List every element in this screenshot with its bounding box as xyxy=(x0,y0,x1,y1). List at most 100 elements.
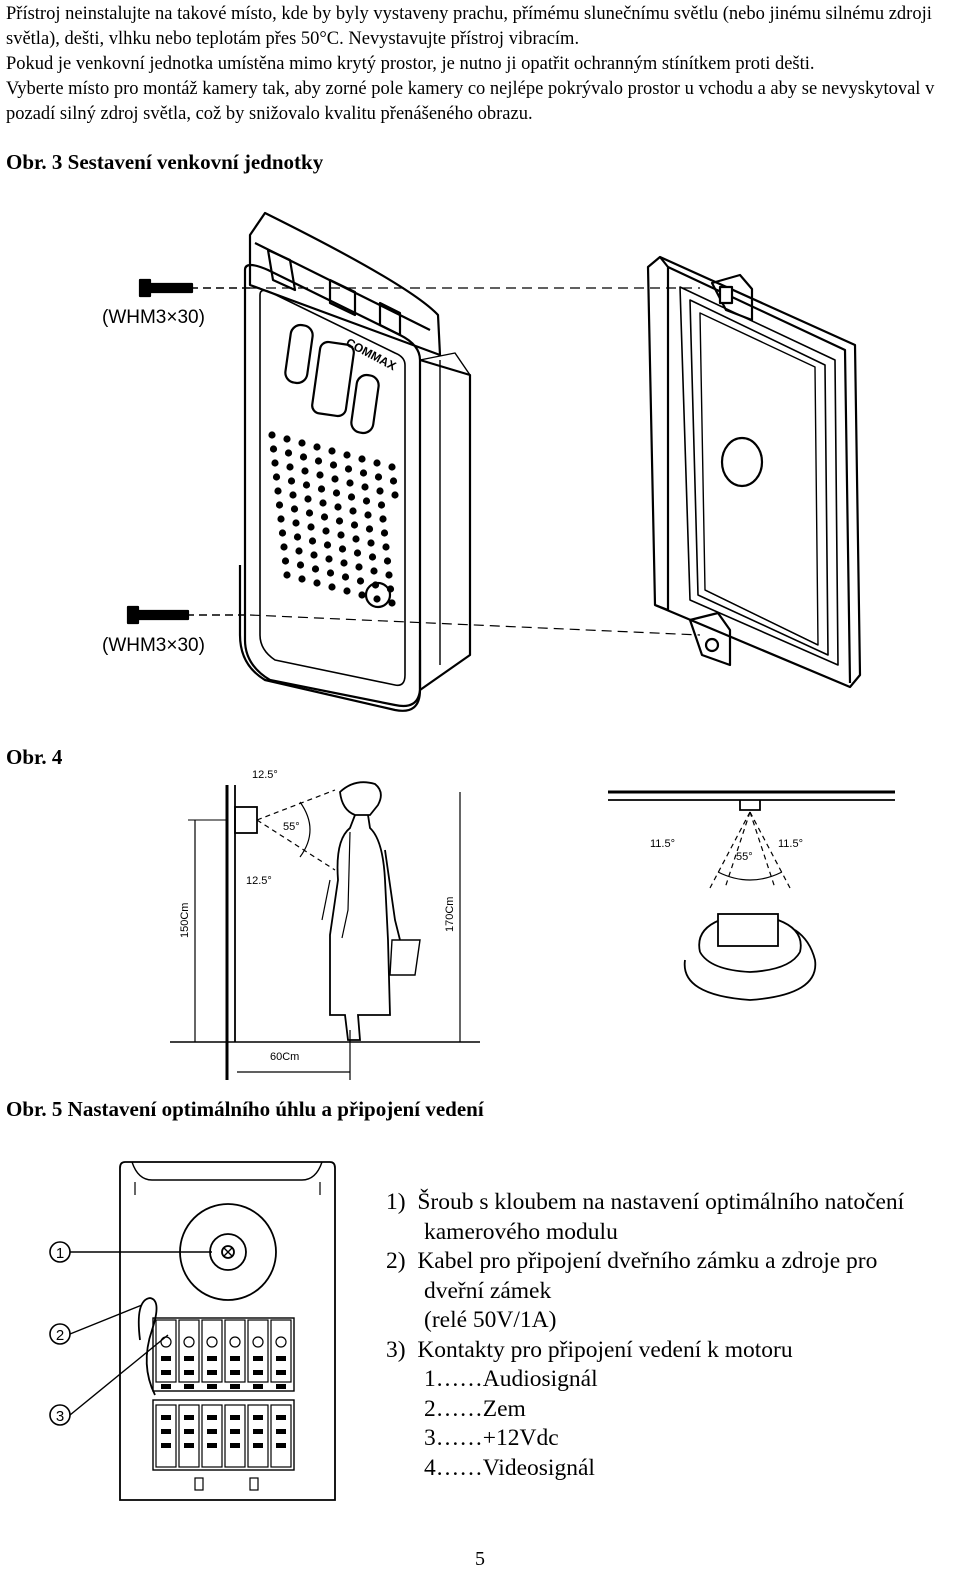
grille-dot xyxy=(316,471,324,479)
grille-dot xyxy=(319,499,327,507)
terminal-slot xyxy=(161,1384,171,1389)
grille-dot xyxy=(356,577,365,585)
grille-dot xyxy=(301,467,309,475)
legend-item-2-cont-2: (relé 50V/1A) xyxy=(424,1307,557,1333)
angle-left-label: 11.5° xyxy=(650,838,675,850)
grille-dot xyxy=(277,515,285,523)
grille-dot xyxy=(344,465,353,473)
grille-dot xyxy=(373,459,381,467)
speaker-grille xyxy=(268,431,399,607)
fig4-caption: Obr. 4 xyxy=(6,745,63,769)
grille-dot xyxy=(332,489,341,497)
terminal-slot xyxy=(276,1356,286,1361)
terminal-slot xyxy=(207,1443,217,1448)
grille-dot xyxy=(313,579,321,587)
grille-dot xyxy=(308,537,317,545)
intro-paragraph-3: Vyberte místo pro montáž kamery tak, aby… xyxy=(6,79,935,124)
grille-dot xyxy=(379,515,387,523)
intro-paragraph-1: Přístroj neinstalujte na takové místo, k… xyxy=(6,4,932,49)
callout-2-label: 2 xyxy=(56,1327,64,1344)
grille-dot xyxy=(358,455,366,463)
grille-dot xyxy=(325,555,333,563)
grille-dot xyxy=(286,463,294,471)
grille-dot xyxy=(292,519,300,527)
grille-dot xyxy=(328,447,336,455)
grille-dot xyxy=(388,463,396,471)
grille-dot xyxy=(329,461,338,469)
terminal-block xyxy=(247,1404,269,1468)
legend-item-2-cont-1: dveřní zámek xyxy=(424,1277,552,1304)
terminal-slot xyxy=(276,1370,286,1375)
terminal-block xyxy=(224,1319,246,1383)
grille-dot xyxy=(269,445,278,453)
terminal-block xyxy=(224,1404,246,1468)
grille-dot xyxy=(368,553,377,561)
screw-bottom-icon xyxy=(126,605,250,625)
grille-dot xyxy=(389,477,398,485)
terminal-slot xyxy=(253,1443,263,1448)
grille-dot xyxy=(268,431,276,439)
grille-dot xyxy=(283,571,291,579)
grille-dot xyxy=(275,501,284,509)
grille-dot xyxy=(272,473,281,481)
angle-middle-label: 55° xyxy=(283,821,300,833)
legend-item-1-cont: kamerového modulu xyxy=(424,1218,618,1245)
grille-dot xyxy=(326,569,335,577)
grille-dot xyxy=(317,485,326,493)
grille-dot xyxy=(271,459,279,467)
terminal-slot xyxy=(253,1370,263,1375)
grille-dot xyxy=(347,493,356,501)
terminal-slot xyxy=(230,1356,240,1361)
terminal-screw-icon xyxy=(206,1336,218,1348)
grille-dot xyxy=(364,511,372,519)
terminal-slot xyxy=(184,1384,194,1389)
terminal-block xyxy=(178,1319,200,1383)
terminal-slot xyxy=(230,1429,240,1434)
terminal-screw-icon xyxy=(252,1336,264,1348)
grille-dot xyxy=(355,563,363,571)
grille-dot xyxy=(358,591,366,599)
terminal-slot xyxy=(230,1415,240,1420)
terminal-slot xyxy=(184,1370,194,1375)
terminal-slot xyxy=(184,1415,194,1420)
terminal-screw-icon xyxy=(183,1336,195,1348)
legend-item-3: 3) Kontakty pro připojení vedení k motor… xyxy=(386,1336,793,1363)
grille-dot xyxy=(299,453,308,461)
unit-height-label: 150Cm xyxy=(179,903,191,938)
grille-dot xyxy=(313,443,321,451)
terminal-slot xyxy=(161,1356,171,1361)
terminal-block xyxy=(155,1404,177,1468)
grille-dot xyxy=(274,487,282,495)
terminal-slot xyxy=(230,1384,240,1389)
grille-dot xyxy=(304,495,312,503)
grille-dot xyxy=(307,523,315,531)
grille-dot xyxy=(343,451,351,459)
angle-bottom-label: 12.5° xyxy=(246,875,272,887)
terminal-slot xyxy=(253,1356,263,1361)
terminal-slot xyxy=(230,1443,240,1448)
terminal-slot xyxy=(276,1384,286,1389)
callout-1-label: 1 xyxy=(56,1245,64,1262)
grille-dot xyxy=(352,535,360,543)
terminal-screw-icon xyxy=(160,1336,172,1348)
grille-dot xyxy=(353,549,362,557)
fig3-caption: Obr. 3 Sestavení venkovní jednotky xyxy=(6,150,324,174)
person-top-view xyxy=(683,913,817,1001)
terminal-slot xyxy=(276,1415,286,1420)
grille-dot xyxy=(335,517,344,525)
grille-dot xyxy=(293,533,302,541)
grille-dot xyxy=(290,505,299,513)
grille-dot xyxy=(340,559,348,567)
grille-dot xyxy=(382,543,390,551)
grille-dot xyxy=(296,561,305,569)
terminal-block xyxy=(270,1404,292,1468)
grille-dot xyxy=(295,547,303,555)
grille-dot xyxy=(370,567,378,575)
grille-dot xyxy=(320,513,329,521)
terminal-slot xyxy=(276,1443,286,1448)
grille-dot xyxy=(281,557,290,565)
person-silhouette xyxy=(321,781,421,1041)
terminal-slot xyxy=(253,1429,263,1434)
legend-item-3-contact-4: 4……Videosignál xyxy=(424,1454,595,1481)
grille-dot xyxy=(287,477,296,485)
